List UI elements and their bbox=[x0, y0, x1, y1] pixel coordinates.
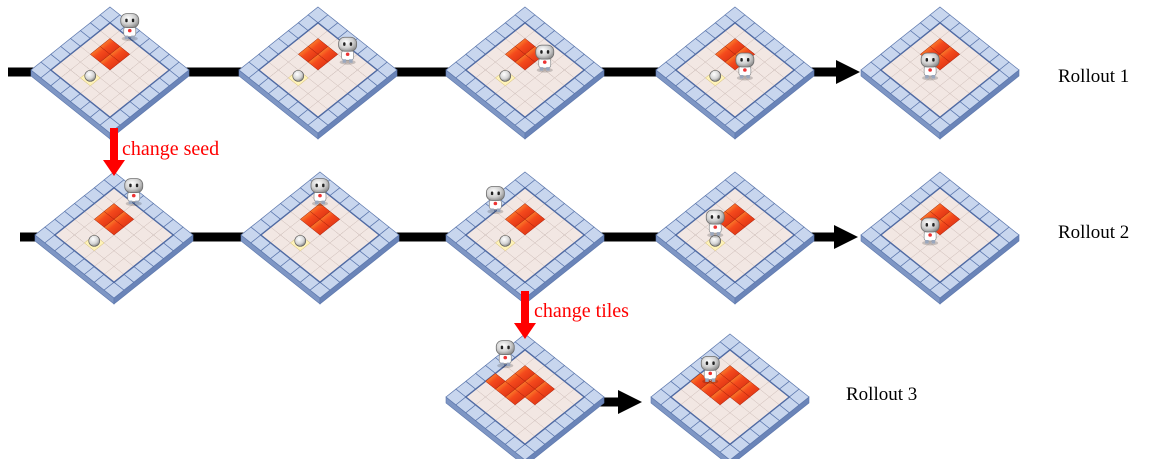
rollout-2-arrow-head bbox=[834, 225, 858, 249]
arena-rim bbox=[259, 186, 381, 284]
change-tiles-label: change tiles bbox=[534, 300, 629, 322]
robot-icon bbox=[310, 178, 330, 207]
wall-tile bbox=[929, 116, 951, 134]
rollout-3-label: Rollout 3 bbox=[846, 384, 917, 405]
arena-rim bbox=[49, 21, 171, 119]
robot-icon bbox=[700, 355, 720, 384]
wall-tile bbox=[724, 281, 746, 299]
wall-tile bbox=[307, 116, 329, 134]
robot-icon bbox=[535, 44, 555, 73]
wall-tile bbox=[514, 116, 536, 134]
ball bbox=[292, 70, 305, 82]
labels: Rollout 1 Rollout 2 Rollout 3 change see… bbox=[122, 66, 1129, 405]
arena-rim bbox=[464, 186, 586, 284]
rollout-2-board-2 bbox=[240, 171, 400, 305]
change-seed-arrow bbox=[103, 128, 125, 176]
robot-icon bbox=[920, 52, 940, 81]
ball bbox=[88, 235, 101, 247]
lava-tile bbox=[307, 53, 329, 71]
wall-tile bbox=[929, 281, 951, 299]
rollout-1-label: Rollout 1 bbox=[1058, 66, 1129, 87]
arena-rim bbox=[879, 186, 1001, 284]
change-tiles-arrow bbox=[514, 291, 536, 339]
robot-icon bbox=[485, 186, 505, 214]
lava-tile bbox=[729, 388, 751, 406]
rollout-2-board-3 bbox=[445, 171, 605, 305]
arena-rim bbox=[53, 186, 175, 284]
rollout-1-board-5 bbox=[860, 6, 1020, 140]
ball bbox=[709, 235, 722, 247]
lava-tile bbox=[514, 218, 536, 236]
lava-tile bbox=[99, 53, 121, 71]
rollout-2-board-5 bbox=[860, 171, 1020, 305]
lava-tile bbox=[504, 388, 526, 406]
wall-tile bbox=[724, 116, 746, 134]
rollout-2-board-1 bbox=[34, 171, 194, 305]
robot-icon bbox=[338, 36, 358, 65]
robot-icon bbox=[705, 209, 725, 238]
robot-icon bbox=[920, 217, 940, 246]
ball bbox=[709, 70, 722, 82]
arena-rim bbox=[879, 21, 1001, 119]
lava-tile bbox=[524, 388, 546, 406]
ball bbox=[84, 70, 97, 82]
lava-tile bbox=[309, 218, 331, 236]
robot-icon bbox=[495, 340, 515, 369]
rollout-1-board-4 bbox=[655, 6, 815, 140]
rollout-1-board-2 bbox=[238, 6, 398, 140]
wall-tile bbox=[719, 443, 741, 459]
arena-rim bbox=[464, 21, 586, 119]
rollout-2-board-4 bbox=[655, 171, 815, 305]
wall-tile bbox=[514, 443, 536, 459]
robot-icon bbox=[120, 13, 140, 42]
ball bbox=[294, 235, 307, 247]
robot-icon bbox=[735, 52, 755, 81]
lava-tile bbox=[514, 53, 536, 71]
robot-icon bbox=[124, 178, 144, 207]
rollout-1-board-3 bbox=[445, 6, 605, 140]
arena-rim bbox=[674, 186, 796, 284]
lava-tile bbox=[103, 218, 125, 236]
change-arrows bbox=[103, 128, 536, 339]
grid-boards bbox=[30, 6, 1020, 459]
arena-rim bbox=[674, 21, 796, 119]
wall-tile bbox=[309, 281, 331, 299]
rollout-3-board-2 bbox=[650, 333, 810, 459]
ball bbox=[499, 70, 512, 82]
rollout-1-arrow-head bbox=[836, 60, 860, 84]
rollout-2-label: Rollout 2 bbox=[1058, 222, 1129, 243]
lava-tile bbox=[709, 388, 731, 406]
wall-tile bbox=[103, 281, 125, 299]
rollout-3-board-1 bbox=[445, 333, 605, 459]
change-seed-label: change seed bbox=[122, 138, 219, 160]
rollout-3-arrow-head bbox=[618, 390, 642, 414]
arena-rim bbox=[257, 21, 379, 119]
ball bbox=[499, 235, 512, 247]
lava-tile bbox=[724, 218, 746, 236]
rollout-1-board-1 bbox=[30, 6, 190, 140]
